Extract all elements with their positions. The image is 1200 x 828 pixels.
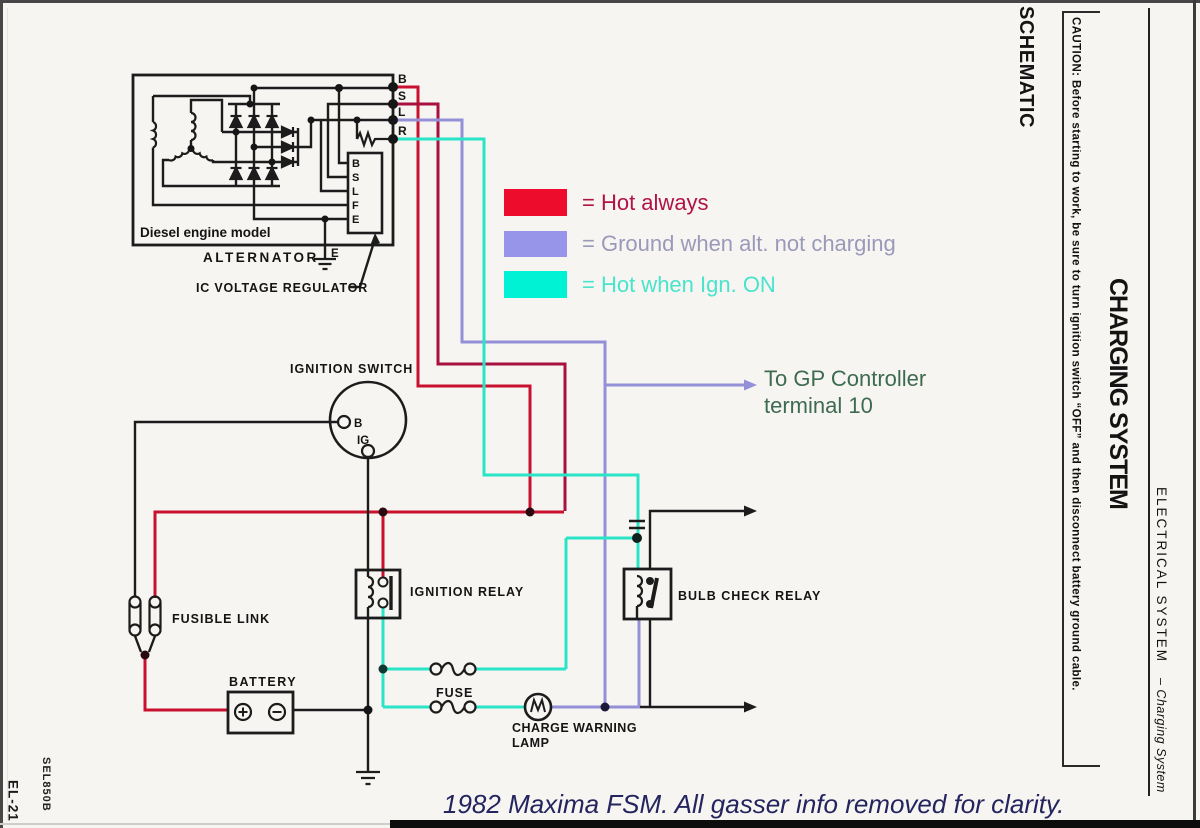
alternator-e-ground-label: E (331, 248, 339, 260)
charge-warning-label-1: CHARGE WARNING (512, 721, 637, 735)
regulator-pin-b: B (352, 158, 360, 170)
bulb-check-relay-label: BULB CHECK RELAY (678, 589, 821, 603)
caution-note: CAUTION: Before starting to work, be sur… (1069, 17, 1081, 691)
diode-bridge (228, 113, 296, 181)
page-bottom-bar (390, 820, 1200, 828)
page-left-hairline (7, 8, 8, 820)
charge-warning-label-2: LAMP (512, 736, 549, 750)
regulator-pin-l: L (352, 186, 359, 198)
page-caption: 1982 Maxima FSM. All gasser info removed… (443, 789, 1065, 819)
alternator-symbol (131, 73, 395, 289)
legend-row-hot-always: = Hot always (504, 189, 709, 216)
ic-voltage-regulator-label: IC VOLTAGE REGULATOR (196, 281, 368, 295)
gp-controller-note: To GP Controller terminal 10 (764, 365, 926, 419)
terminal-s-label: S (398, 89, 406, 103)
fusible-link-label: FUSIBLE LINK (172, 612, 270, 626)
figure-code: SEL850B (40, 757, 52, 812)
ignition-switch-label: IGNITION SWITCH (290, 362, 413, 376)
switch-terminal-b-label: B (354, 418, 362, 430)
ignition-relay-label: IGNITION RELAY (410, 585, 524, 599)
fuse-symbols (429, 661, 477, 715)
caution-frame (1062, 11, 1100, 767)
terminal-r-label: R (398, 124, 407, 138)
ic-regulator-arrowhead (370, 233, 380, 246)
legend-swatch-2 (504, 271, 567, 298)
system-heading-sub: – Charging System (1154, 677, 1168, 793)
system-heading-main: ELECTRICAL SYSTEM (1154, 487, 1169, 664)
ground-junction (363, 705, 373, 715)
regulator-pin-e: E (352, 214, 359, 226)
alternator-label: ALTERNATOR (203, 250, 319, 265)
legend-label-1: = Ground when alt. not charging (582, 231, 896, 256)
red-junction-2 (525, 507, 535, 517)
connector-junction (632, 533, 642, 543)
gp-controller-line2: terminal 10 (764, 393, 873, 418)
relay-contact-dot-2 (646, 600, 654, 608)
charge-warning-lamp-symbol (523, 692, 553, 722)
switch-terminal-ig-label: IG (357, 435, 369, 447)
wire-hot-always (153, 85, 564, 598)
fuse-label: FUSE (436, 686, 473, 700)
legend-label-2: = Hot when Ign. ON (582, 271, 776, 297)
legend-swatch-1 (504, 231, 567, 257)
diesel-engine-note: Diesel engine model (140, 225, 271, 240)
wire-ground-when-not-charging (393, 118, 744, 709)
relay-contact-dot-1 (646, 577, 654, 585)
ignition-switch-symbol (133, 380, 408, 596)
section-title: CHARGING SYSTEM (1104, 278, 1132, 509)
margin-divider-line (1148, 8, 1150, 796)
legend-row-ign-on: = Hot when Ign. ON (504, 271, 776, 298)
terminal-b-label: B (398, 72, 407, 86)
system-heading: ELECTRICAL SYSTEM – Charging System (1153, 487, 1169, 792)
terminal-l-label: L (398, 105, 405, 119)
relay-arrowhead-top (744, 505, 757, 517)
fuse-junction (378, 664, 388, 674)
wire-hot-when-ign-on (381, 137, 640, 709)
gp-arrowhead (744, 379, 757, 391)
page-left-edge (0, 0, 3, 828)
page-top-edge (0, 0, 1200, 3)
battery-positive-wire (143, 653, 227, 712)
relay-arrowhead-bottom (744, 701, 757, 713)
legend-label-0: = Hot always (582, 189, 709, 215)
battery-label: BATTERY (229, 675, 297, 689)
fusible-link-symbol (128, 595, 162, 653)
fusible-link-junction (140, 650, 150, 660)
page-number: EL-21 (5, 780, 21, 822)
purple-junction (600, 702, 610, 712)
alternator-junctions (187, 82, 398, 223)
regulator-pin-f: F (352, 200, 359, 212)
wire-hot-always-s (393, 102, 567, 511)
ignition-relay-symbol (354, 568, 402, 620)
legend-row-ground: = Ground when alt. not charging (504, 231, 896, 257)
schematic-heading: SCHEMATIC (1015, 6, 1037, 128)
page-bottom-hairline (0, 823, 390, 825)
bulb-check-relay-symbol (622, 509, 744, 709)
red-junction-1 (378, 507, 388, 517)
legend-swatch-0 (504, 189, 567, 216)
gp-controller-line1: To GP Controller (764, 366, 927, 391)
regulator-pin-s: S (352, 172, 359, 184)
battery-symbol (226, 616, 380, 786)
page-right-edge (1193, 0, 1196, 828)
